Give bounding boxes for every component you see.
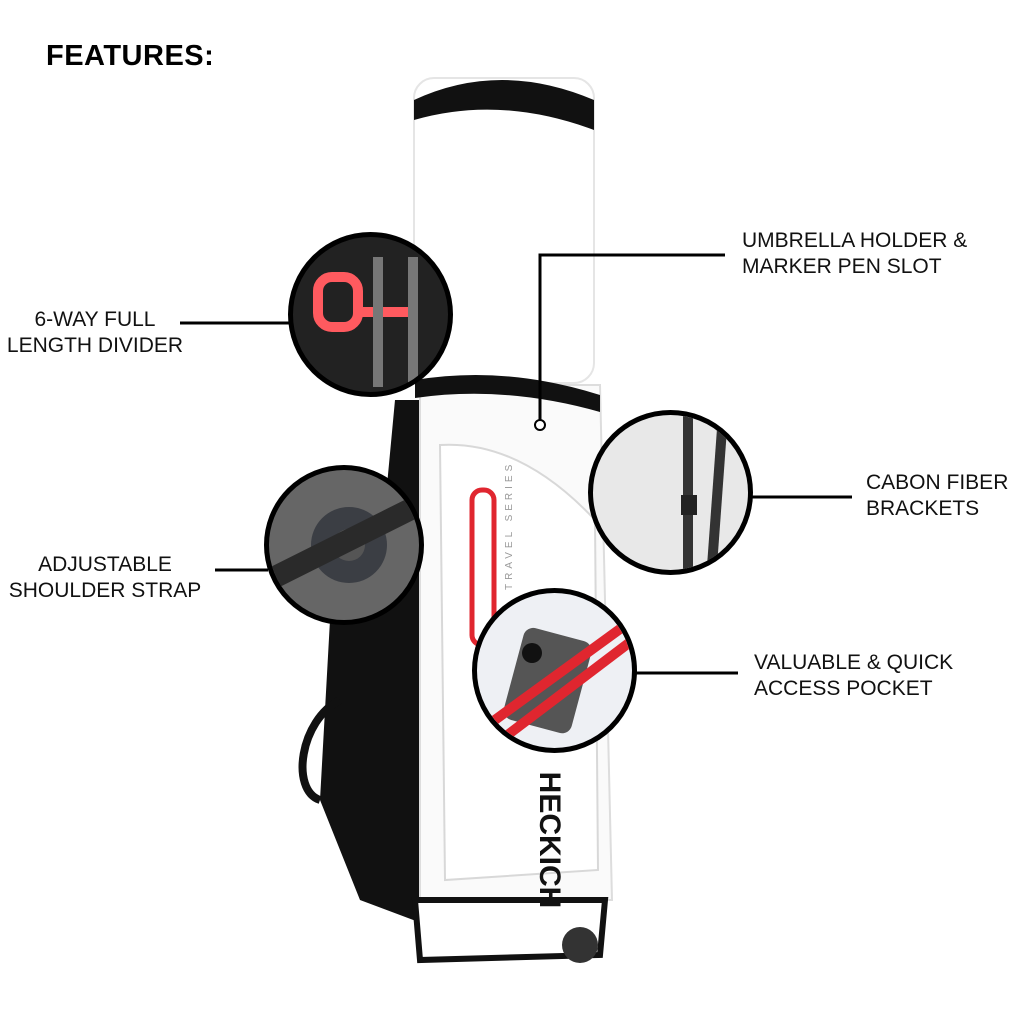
strap-detail-circle (264, 465, 424, 625)
feature-line: 6-WAY FULL (34, 308, 156, 331)
bracket-detail-circle (588, 410, 753, 575)
feature-line: CABON FIBER (866, 471, 1009, 494)
feature-line: ADJUSTABLE (38, 553, 172, 576)
feature-line: SHOULDER STRAP (8, 579, 202, 602)
feature-label-shoulder-strap: ADJUSTABLE SHOULDER STRAP (0, 552, 210, 604)
feature-label-divider: 6-WAY FULL LENGTH DIVIDER (0, 307, 190, 359)
divider-detail-circle (288, 232, 453, 397)
feature-line: UMBRELLA HOLDER & (742, 229, 968, 252)
feature-line: ACCESS POCKET (754, 677, 933, 700)
feature-label-carbon-brackets: CABON FIBER BRACKETS (866, 470, 1008, 522)
feature-line: BRACKETS (866, 497, 980, 520)
feature-label-access-pocket: VALUABLE & QUICK ACCESS POCKET (754, 650, 953, 702)
feature-label-umbrella-holder: UMBRELLA HOLDER & MARKER PEN SLOT (742, 228, 967, 280)
feature-line: MARKER PEN SLOT (742, 255, 942, 278)
feature-line: VALUABLE & QUICK (754, 651, 954, 674)
bag-logo: HECKICH (533, 772, 566, 909)
bag-series-text: TRAVEL SERIES (504, 461, 515, 590)
pocket-detail-circle (472, 588, 637, 753)
feature-line: LENGTH DIVIDER (6, 334, 184, 357)
page-title: FEATURES: (46, 40, 215, 72)
